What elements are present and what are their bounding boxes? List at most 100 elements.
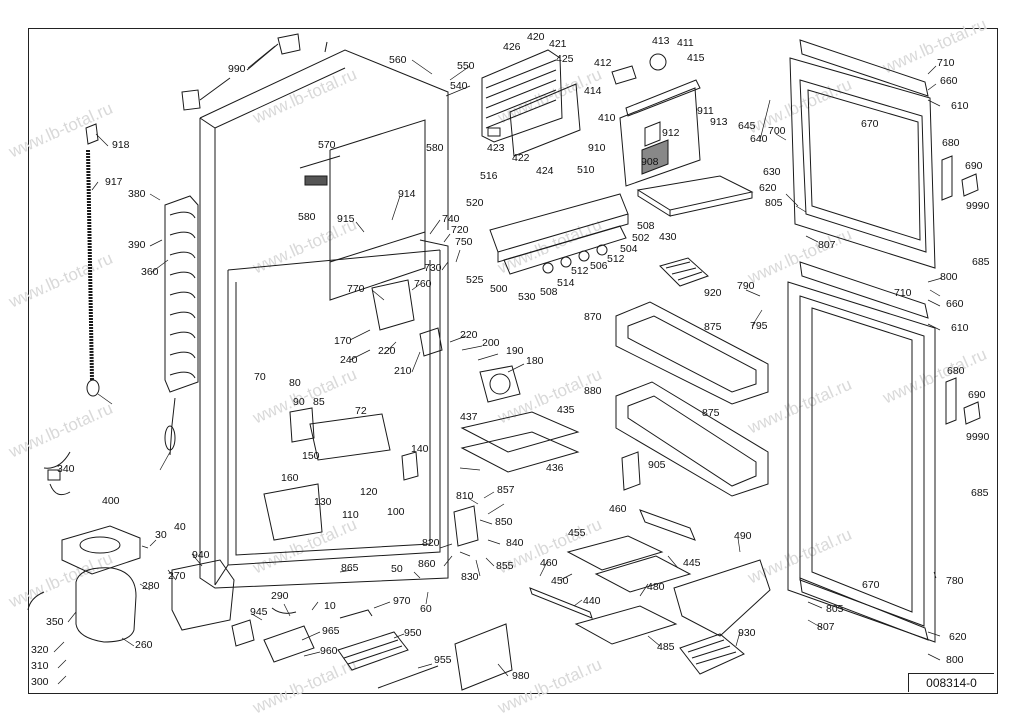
part-label: 440 — [583, 595, 601, 607]
part-label: 430 — [659, 231, 677, 243]
part-label: 460 — [609, 503, 627, 515]
part-label: 914 — [398, 188, 416, 200]
part-label: 905 — [648, 459, 666, 471]
part-label: 220 — [460, 329, 478, 341]
part-label: 870 — [584, 311, 602, 323]
part-label: 857 — [497, 484, 515, 496]
door-handles — [941, 155, 981, 425]
part-label: 875 — [702, 407, 720, 419]
part-label: 580 — [426, 142, 444, 154]
part-label: 460 — [540, 557, 558, 569]
fan-assembly — [611, 53, 701, 187]
part-label: 210 — [394, 365, 412, 377]
part-label: 790 — [737, 280, 755, 292]
part-label: 807 — [817, 621, 835, 633]
part-label: 426 — [503, 41, 521, 53]
part-label: 580 — [298, 211, 316, 223]
part-label: 550 — [457, 60, 475, 72]
part-label: 680 — [942, 137, 960, 149]
part-label: 610 — [951, 100, 969, 112]
part-label: 965 — [322, 625, 340, 637]
condenser — [164, 195, 199, 456]
part-label: 800 — [946, 654, 964, 666]
glass-shelf-430 — [636, 175, 754, 217]
door-balconies — [615, 301, 769, 497]
evaporator — [481, 49, 581, 157]
part-label: 160 — [281, 472, 299, 484]
part-label: 960 — [320, 645, 338, 657]
part-label: 180 — [526, 355, 544, 367]
part-label: 110 — [342, 509, 359, 521]
cabinet — [199, 41, 449, 589]
part-label: 690 — [968, 389, 986, 401]
part-label: 795 — [750, 320, 768, 332]
part-label: 120 — [360, 486, 378, 498]
ice-tray — [659, 257, 709, 287]
freezer-door — [789, 39, 936, 269]
diagram-frame — [28, 28, 998, 694]
part-label: 630 — [763, 166, 781, 178]
part-label: 530 — [518, 291, 536, 303]
part-label: 512 — [571, 265, 589, 277]
part-label: 9990 — [966, 431, 990, 443]
compressor — [27, 451, 255, 647]
part-label: 990 — [228, 63, 246, 75]
part-label: 90 — [293, 396, 305, 408]
part-label: 421 — [549, 38, 567, 50]
part-label: 270 — [168, 570, 186, 582]
part-label: 455 — [568, 527, 586, 539]
part-label: 770 — [347, 283, 365, 295]
part-label: 525 — [466, 274, 484, 286]
part-label: 620 — [949, 631, 967, 643]
part-label: 810 — [456, 490, 474, 502]
part-label: 436 — [546, 462, 564, 474]
part-label: 10 — [324, 600, 336, 612]
part-label: 340 — [57, 463, 75, 475]
part-label: 9990 — [966, 200, 990, 212]
part-label: 660 — [940, 75, 958, 87]
fridge-door — [787, 261, 936, 643]
part-label: 290 — [271, 590, 289, 602]
crisper-area — [529, 509, 771, 675]
part-label: 855 — [496, 560, 514, 572]
part-label: 506 — [590, 260, 608, 272]
part-label: 422 — [512, 152, 530, 164]
part-label: 940 — [192, 549, 210, 561]
part-label: 508 — [637, 220, 655, 232]
part-label: 390 — [128, 239, 146, 251]
part-label: 350 — [46, 616, 64, 628]
part-label: 913 — [710, 116, 728, 128]
part-label: 918 — [112, 139, 130, 151]
bottom-components — [263, 607, 513, 691]
heater-tube — [85, 123, 100, 397]
part-label: 500 — [490, 283, 508, 295]
part-label: 150 — [302, 450, 320, 462]
part-label: 800 — [940, 271, 958, 283]
part-label: 70 — [254, 371, 266, 383]
part-label: 805 — [826, 603, 844, 615]
part-label: 908 — [641, 156, 659, 168]
part-label: 485 — [657, 641, 675, 653]
part-label: 490 — [734, 530, 752, 542]
part-label: 920 — [704, 287, 722, 299]
control-panel — [489, 193, 629, 275]
part-label: 60 — [420, 603, 432, 615]
part-label: 840 — [506, 537, 524, 549]
part-label: 50 — [391, 563, 403, 575]
part-label: 445 — [683, 557, 701, 569]
part-label: 514 — [557, 277, 575, 289]
part-label: 100 — [387, 506, 405, 518]
part-label: 930 — [738, 627, 756, 639]
part-label: 240 — [340, 354, 358, 366]
part-label: 437 — [460, 411, 478, 423]
part-label: 414 — [584, 85, 602, 97]
part-label: 640 — [750, 133, 768, 145]
part-label: 508 — [540, 286, 558, 298]
part-label: 425 — [556, 53, 574, 65]
part-label: 424 — [536, 165, 554, 177]
part-label: 85 — [313, 396, 325, 408]
part-label: 880 — [584, 385, 602, 397]
part-label: 40 — [174, 521, 186, 533]
